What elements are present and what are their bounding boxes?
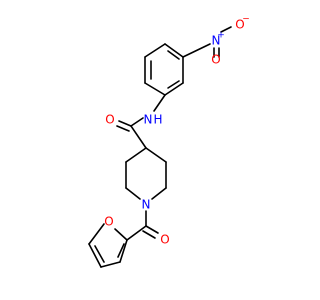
bond-piperidine-4 (125, 187, 141, 200)
bond-piperidine-3 (151, 187, 167, 200)
bond-ring-inner-3 (167, 80, 180, 89)
bond-furoyl-c-o-2 (142, 230, 156, 239)
bond-furoyl-c-furan (126, 225, 147, 241)
bond-ring-2 (144, 43, 166, 58)
amide-oxygen-label: O (105, 113, 114, 127)
amide-hydrogen-label: H (153, 113, 162, 127)
bond-ring-4 (144, 82, 166, 96)
bond-ring-inner-1 (167, 50, 180, 60)
nitro-oxygen-upper-label: O (235, 18, 244, 32)
bond-amide-c-piperidine (130, 125, 147, 149)
bond-furan-1 (114, 228, 128, 241)
bond-amide-c-o-2 (116, 125, 130, 132)
bond-ring-1 (164, 43, 184, 58)
bond-furan-2 (88, 223, 105, 245)
bond-ring-amide-n (153, 94, 166, 112)
bond-nitro-n-ring (182, 43, 211, 58)
nitro-oxygen-upper-charge: − (242, 15, 250, 25)
bond-furan-5 (119, 239, 128, 263)
bond-furan-4 (100, 261, 121, 268)
furan-oxygen-label: O (104, 215, 113, 229)
atom-label-layer: O − N + O O N H N O O (104, 15, 250, 247)
bond-furan-inner-1 (94, 245, 105, 263)
bond-amide-c-o-1 (118, 120, 132, 127)
nitro-nitrogen-label: N (212, 34, 221, 48)
bond-piperidine-1 (145, 147, 167, 163)
nitro-oxygen-lower-label: O (211, 53, 220, 67)
bond-furan-3 (88, 243, 102, 268)
bond-furan-inner-2 (117, 243, 125, 258)
amide-nitrogen-label: N (144, 113, 153, 127)
bond-ring-5 (164, 82, 184, 96)
bond-amide-n-c (130, 117, 144, 127)
bond-layer (88, 26, 232, 268)
furoyl-oxygen-label: O (160, 233, 169, 247)
bond-nitro-n-o-upper (220, 26, 232, 33)
nitro-nitrogen-charge: + (217, 31, 225, 41)
piperidine-nitrogen-label: N (142, 198, 151, 212)
bond-piperidine-6 (125, 147, 147, 163)
molecule-diagram: O − N + O O N H N O O (88, 15, 250, 268)
bond-furoyl-c-o-1 (145, 225, 159, 234)
